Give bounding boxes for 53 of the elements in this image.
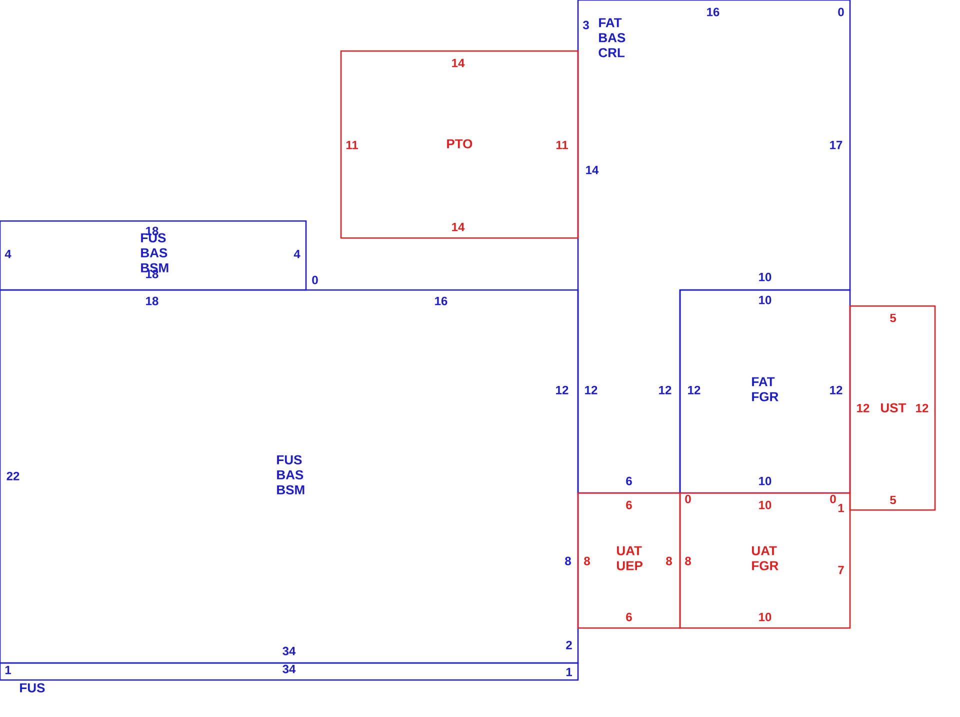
room-name: UAT FGR <box>752 546 778 570</box>
dimension-label: 6 <box>625 612 633 622</box>
dimension-label: 17 <box>828 140 844 150</box>
dimension-label: 10 <box>758 272 772 282</box>
dimension-label: 11 <box>345 140 359 150</box>
dimension-label: 10 <box>758 476 772 486</box>
room-name: FAT BAS CRL <box>598 18 626 58</box>
dimension-label: 14 <box>450 222 466 232</box>
dimension-label: 12 <box>914 403 930 413</box>
dimension-label: 8 <box>583 556 591 566</box>
dimension-label: 8 <box>665 556 673 566</box>
dimension-label: 12 <box>658 385 672 395</box>
dimension-label: 6 <box>625 500 633 510</box>
dimension-label: 2 <box>565 640 573 650</box>
room-name: FUS BAS BSM <box>277 455 304 494</box>
dimension-label: 3 <box>582 20 590 30</box>
dimension-label: 0 <box>684 494 692 504</box>
dimension-label: 7 <box>837 565 845 575</box>
dimension-label: 34 <box>282 646 296 656</box>
dimension-label: 0 <box>829 494 837 504</box>
dimension-label: 0 <box>311 275 319 285</box>
room-name: PTO <box>447 139 472 148</box>
dimension-label: 12 <box>686 385 702 395</box>
dimension-label: 1 <box>837 503 845 513</box>
dimension-label: 1 <box>4 665 12 675</box>
dimension-label: 34 <box>282 664 296 674</box>
dimension-label: 12 <box>554 385 570 395</box>
dimension-label: 6 <box>625 476 633 486</box>
dimension-label: 11 <box>555 140 569 150</box>
dimension-label: 8 <box>564 556 572 566</box>
dimension-label: 4 <box>293 249 301 259</box>
room-name: FUS <box>20 683 45 692</box>
dimension-label: 16 <box>434 296 448 306</box>
dimension-label: 4 <box>4 249 12 259</box>
dimension-label: 5 <box>889 495 897 505</box>
dimension-label: 12 <box>856 403 870 413</box>
dimension-label: 0 <box>837 7 845 17</box>
dimension-label: 1 <box>565 667 573 677</box>
dimension-label: 14 <box>450 58 466 68</box>
dimension-label: 10 <box>758 500 772 510</box>
room-name: UAT UEP <box>617 546 642 570</box>
dimension-label: 12 <box>828 385 844 395</box>
dimension-label: 14 <box>584 165 600 175</box>
dimension-label: 16 <box>706 7 720 17</box>
dimension-label: 8 <box>684 556 692 566</box>
room-name: UST <box>881 403 906 412</box>
dimension-label: 10 <box>758 295 772 305</box>
room-name: FAT FGR <box>752 377 778 402</box>
dimension-label: 5 <box>889 313 897 323</box>
dimension-label: 18 <box>144 296 160 306</box>
dimension-label: 10 <box>758 612 772 622</box>
dimension-label: 12 <box>584 385 598 395</box>
dimension-label: 22 <box>6 471 20 481</box>
